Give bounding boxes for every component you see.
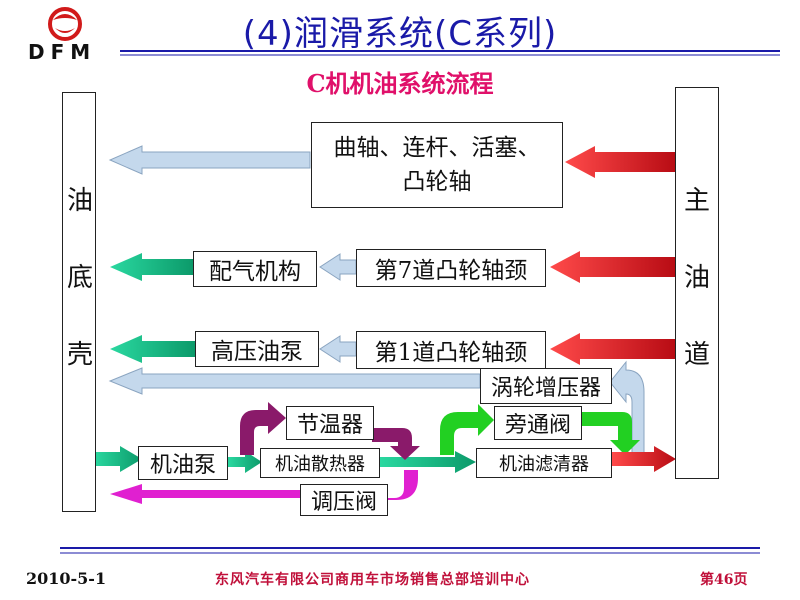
pressure-regulating-valve-box: 调压阀 — [300, 484, 388, 516]
oil-cooler-box: 机油散热器 — [260, 448, 380, 478]
oil-filter-box: 机油滤清器 — [476, 448, 612, 478]
purple-arrow-to-thermostat — [240, 402, 286, 455]
crankshaft-line-1: 曲轴、连杆、活塞、 — [333, 135, 541, 161]
oil-pan-char-1: 油 — [67, 186, 94, 216]
oil-pump-box: 机油泵 — [138, 446, 228, 480]
main-gallery-column — [675, 87, 719, 479]
green-arrow-hppump — [110, 335, 195, 363]
diagram-subtitle: C机机油系统流程 — [306, 69, 494, 98]
lightblue-arrow-crankshaft — [108, 145, 311, 175]
lightblue-arrow-cam1 — [319, 335, 357, 363]
valve-train-box: 配气机构 — [193, 251, 317, 287]
turbocharger-box: 涡轮增压器 — [480, 368, 612, 404]
crankshaft-box: 曲轴、连杆、活塞、 凸轮轴 — [311, 122, 563, 208]
logo-text: DFM — [28, 40, 97, 64]
green-arrow-pan-to-pump — [94, 446, 142, 472]
title-divider — [120, 50, 780, 56]
page-title: (4)润滑系统(C系列) — [242, 14, 558, 54]
green-arrow-pump-to-cooler — [228, 451, 262, 473]
cam-journal-7-box: 第7道凸轮轴颈 — [356, 249, 546, 287]
green-arrow-cooler-to-filter — [380, 451, 476, 473]
bypass-valve-box: 旁通阀 — [494, 406, 582, 440]
green-arrow-bypass-down — [582, 412, 640, 455]
footer-date: 2010-5-1 — [26, 569, 107, 588]
cam-journal-1-box: 第1道凸轮轴颈 — [356, 331, 546, 369]
lightblue-arrow-turbo — [108, 367, 481, 395]
dfm-emblem-icon — [48, 7, 82, 41]
oil-pan-column — [62, 92, 96, 512]
main-gallery-char-1: 主 — [684, 186, 711, 216]
main-gallery-char-3: 道 — [684, 340, 711, 370]
green-arrow-valvetrain — [110, 253, 193, 281]
main-gallery-char-2: 油 — [684, 263, 711, 293]
footer-page-number: 第46页 — [700, 572, 748, 588]
footer-organization: 东风汽车有限公司商用车市场销售总部培训中心 — [215, 572, 530, 588]
bright-green-arrow-bypass — [440, 404, 494, 455]
purple-arrow-thermostat-down — [372, 428, 420, 460]
red-arrow-cam1 — [550, 333, 675, 365]
thermostat-box: 节温器 — [286, 406, 374, 440]
red-arrow-cam7 — [550, 251, 675, 283]
high-pressure-pump-box: 高压油泵 — [195, 331, 319, 367]
oil-pan-char-2: 底 — [67, 263, 94, 293]
lightblue-curve-turbo-feed — [609, 360, 645, 456]
lightblue-arrow-cam7 — [319, 253, 357, 281]
crankshaft-line-2: 凸轮轴 — [402, 169, 472, 195]
oil-pan-char-3: 壳 — [67, 340, 94, 370]
red-arrow-crankshaft — [565, 146, 675, 178]
red-arrow-filter-to-gallery — [612, 446, 676, 472]
footer-divider — [60, 547, 760, 554]
